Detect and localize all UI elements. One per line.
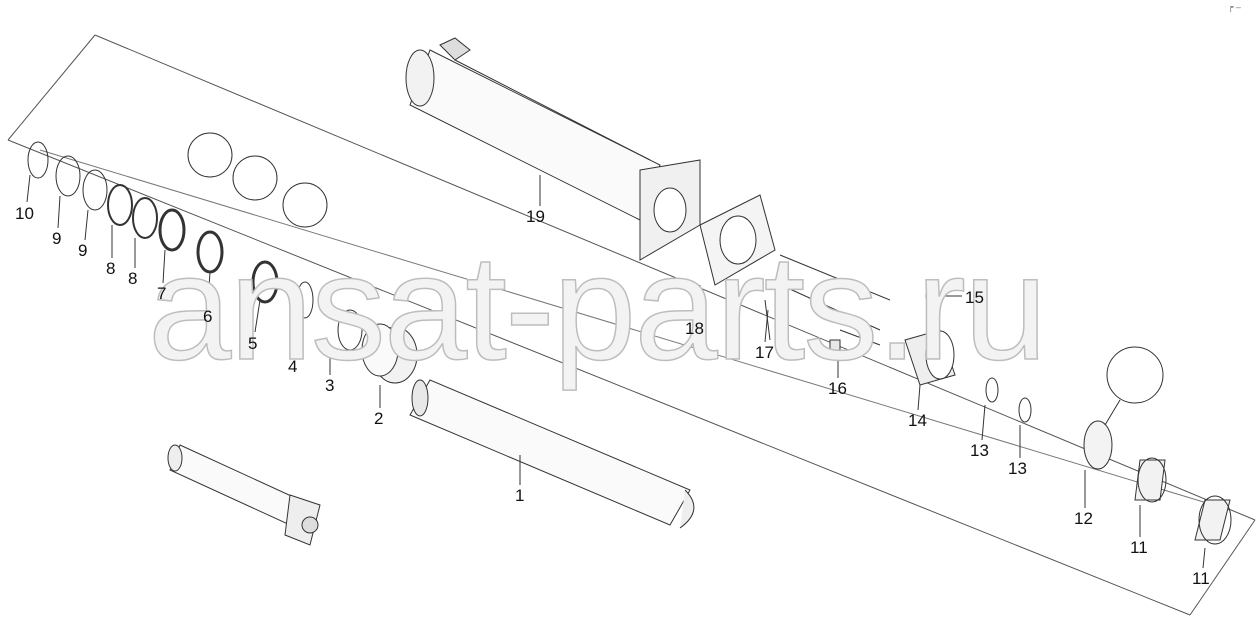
seal-6 (196, 230, 224, 274)
assembly-axis-upper (94, 34, 1256, 521)
mounting-flange (699, 194, 776, 286)
callout-10: 10 (15, 204, 34, 223)
assembly-axis-left (7, 34, 96, 141)
ring-8a (132, 197, 158, 239)
assembly-axis-right (1189, 519, 1256, 616)
callout-15: 15 (965, 288, 984, 307)
callout-3: 3 (325, 376, 335, 395)
callout-11b: 11 (1192, 569, 1210, 588)
callout-11a: 11 (1130, 538, 1148, 557)
callout-9a: 9 (78, 241, 88, 260)
part-centerline (39, 149, 1231, 511)
callout-17: 17 (755, 343, 774, 362)
callout-6: 6 (203, 307, 213, 326)
callout-13a: 13 (970, 441, 989, 460)
snap-ring-10 (27, 141, 49, 179)
cylinder-barrel (405, 37, 701, 261)
assembled-cylinder-view (167, 444, 321, 546)
ring-4 (296, 281, 314, 319)
callout-2: 2 (374, 409, 384, 428)
assembly-axis-lower (7, 139, 1191, 616)
callout-18: 18 (685, 319, 704, 338)
seal-7 (158, 208, 186, 252)
detail-bubble-12 (1106, 346, 1164, 404)
callout-14: 14 (908, 411, 927, 430)
ring-8b (107, 184, 133, 226)
ring-9a (82, 169, 108, 211)
piston (361, 323, 418, 384)
seal-12 (1083, 420, 1113, 470)
gland-housing (904, 329, 956, 386)
callout-1: 1 (515, 486, 525, 505)
callout-5: 5 (248, 334, 258, 353)
callout-9b: 9 (52, 229, 62, 248)
bushes-11 (1134, 457, 1232, 545)
callout-16: 16 (828, 379, 847, 398)
ring-3 (337, 309, 363, 351)
ring-9b (55, 155, 81, 197)
callout-4: 4 (288, 357, 298, 376)
ring-13b (1018, 397, 1032, 423)
detail-bubble-6 (232, 155, 278, 201)
callout-8a: 8 (128, 269, 138, 288)
bolts (764, 254, 891, 351)
detail-bubble-5 (282, 182, 328, 228)
pin (925, 289, 935, 303)
callout-8b: 8 (106, 259, 116, 278)
piston-rod (409, 379, 695, 529)
detail-bubble-7 (187, 132, 233, 178)
callout-19: 19 (526, 207, 545, 226)
callout-12: 12 (1074, 509, 1093, 528)
seal-5 (251, 260, 279, 304)
callout-13b: 13 (1008, 459, 1027, 478)
corner-mark: ┍ ‒ (1228, 2, 1241, 12)
callout-7: 7 (157, 284, 167, 303)
ring-13a (985, 377, 999, 403)
